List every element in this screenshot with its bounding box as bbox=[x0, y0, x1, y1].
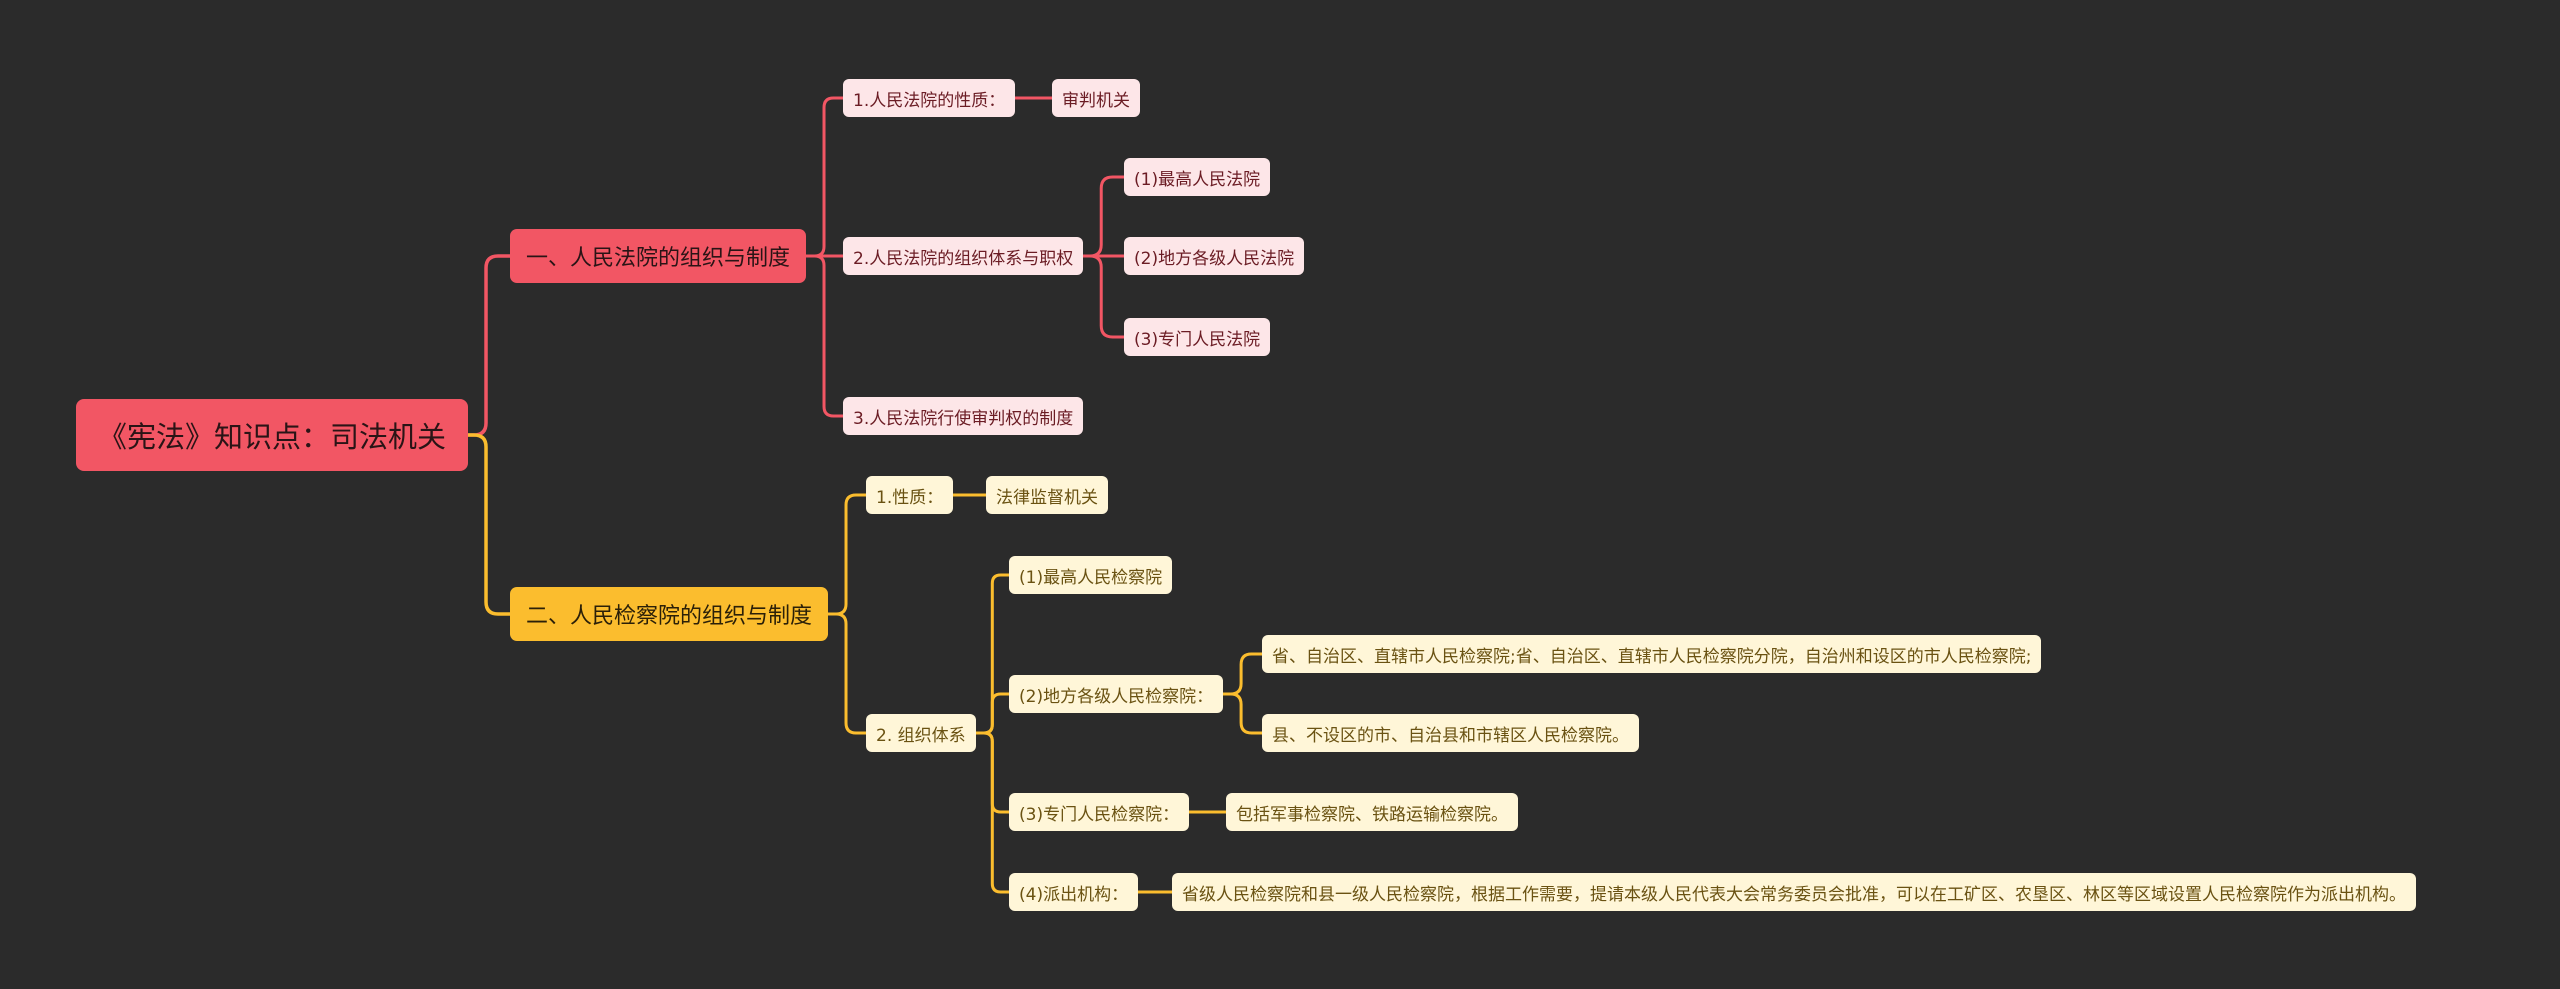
court-nature-value[interactable]: 审判机关 bbox=[1052, 79, 1140, 117]
procuratorate-nature[interactable]: 1.性质： bbox=[866, 476, 954, 514]
county-procuratorates[interactable]: 县、不设区的市、自治县和市辖区人民检察院。 bbox=[1262, 714, 1639, 752]
special-courts[interactable]: (3)专门人民法院 bbox=[1124, 318, 1271, 356]
dispatched-agencies-detail[interactable]: 省级人民检察院和县一级人民检察院，根据工作需要，提请本级人民代表大会常务委员会批… bbox=[1172, 873, 2416, 911]
connector-n-b1-2 bbox=[804, 254, 845, 418]
court-nature[interactable]: 1.人民法院的性质： bbox=[843, 79, 1016, 117]
local-procuratorates[interactable]: (2)地方各级人民检察院： bbox=[1009, 675, 1224, 713]
special-procuratorates-detail[interactable]: 包括军事检察院、铁路运输检察院。 bbox=[1226, 793, 1518, 831]
court-system[interactable]: 2.人民法院的组织体系与职权 bbox=[843, 237, 1084, 275]
connector-n-b1-1-2 bbox=[1081, 254, 1126, 339]
local-courts[interactable]: (2)地方各级人民法院 bbox=[1124, 237, 1305, 275]
procuratorate-system[interactable]: 2. 组织体系 bbox=[866, 714, 976, 752]
dispatched-agencies[interactable]: (4)派出机构： bbox=[1009, 873, 1139, 911]
connector-n-b2-1-1-0 bbox=[1221, 652, 1264, 696]
provincial-procuratorates[interactable]: 省、自治区、直辖市人民检察院;省、自治区、直辖市人民检察院分院，自治州和设区的市… bbox=[1262, 635, 2042, 673]
branch-procuratorate[interactable]: 二、人民检察院的组织与制度 bbox=[510, 587, 829, 641]
root-topic[interactable]: 《宪法》知识点：司法机关 bbox=[76, 399, 469, 471]
connector-n-b2-1 bbox=[826, 612, 868, 735]
procuratorate-nature-value[interactable]: 法律监督机关 bbox=[986, 476, 1108, 514]
branch-court[interactable]: 一、人民法院的组织与制度 bbox=[510, 229, 807, 283]
supreme-court[interactable]: (1)最高人民法院 bbox=[1124, 158, 1271, 196]
supreme-procuratorate[interactable]: (1)最高人民检察院 bbox=[1009, 556, 1173, 594]
connector-n-b1 bbox=[466, 254, 512, 437]
connector-n-b2-1-1 bbox=[974, 692, 1011, 735]
connector-n-b1-0 bbox=[804, 96, 845, 258]
special-procuratorates[interactable]: (3)专门人民检察院： bbox=[1009, 793, 1190, 831]
connector-n-b1-1-0 bbox=[1081, 175, 1126, 258]
court-trial-system[interactable]: 3.人民法院行使审判权的制度 bbox=[843, 397, 1084, 435]
connector-n-b2-1-1-1 bbox=[1221, 692, 1264, 735]
connector-n-b2-0 bbox=[826, 493, 868, 616]
connector-n-b2 bbox=[466, 433, 512, 616]
connector-n-b2-1-3 bbox=[974, 731, 1011, 894]
